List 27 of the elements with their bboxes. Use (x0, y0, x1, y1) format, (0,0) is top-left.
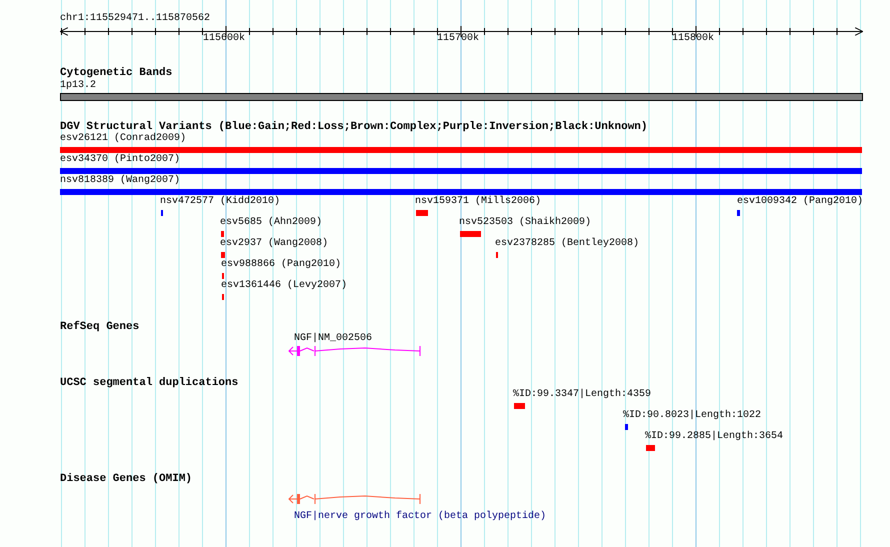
track-title: Cytogenetic Bands (60, 67, 172, 79)
feature-label: %ID:99.2885|Length:3654 (645, 431, 784, 443)
feature-label: esv988866 (Pang2010) (221, 259, 342, 271)
tick-label: 115600k (203, 33, 246, 45)
tick-label: 115800k (672, 33, 714, 45)
track-title: Disease Genes (OMIM) (60, 473, 192, 485)
track-title: UCSC segmental duplications (60, 377, 238, 389)
feature-label: nsv818389 (Wang2007) (60, 175, 180, 187)
feature-label: esv1009342 (Pang2010) (737, 196, 864, 208)
feature-label: %ID:90.8023|Length:1022 (623, 410, 762, 422)
coordinate-label: chr1:115529471..115870562 (60, 13, 210, 25)
gene-label: NGF|nerve growth factor (beta polypeptide) (294, 511, 546, 523)
gene-label: NGF|NM_002506 (294, 333, 372, 345)
feature-label: esv34370 (Pinto2007) (60, 154, 180, 166)
tick-label: 115700k (437, 33, 480, 45)
feature-label: esv1361446 (Levy2007) (221, 280, 348, 292)
band-label: 1p13.2 (60, 80, 96, 92)
feature-label: nsv523503 (Shaikh2009) (459, 217, 592, 229)
feature-label: nsv472577 (Kidd2010) (160, 196, 280, 208)
feature-label: %ID:99.3347|Length:4359 (513, 389, 652, 401)
track-title: DGV Structural Variants (Blue:Gain;Red:Loss;Brown:Complex;Purple:Inversion;Black:Unknown) (60, 121, 648, 133)
feature-label: nsv159371 (Mills2006) (415, 196, 542, 208)
feature-label: esv2937 (Wang2008) (220, 238, 328, 250)
feature-label: esv26121 (Conrad2009) (60, 133, 186, 145)
feature-label: esv5685 (Ahn2009) (220, 217, 322, 229)
feature-label: esv2378285 (Bentley2008) (495, 238, 640, 250)
track-title: RefSeq Genes (60, 321, 140, 333)
